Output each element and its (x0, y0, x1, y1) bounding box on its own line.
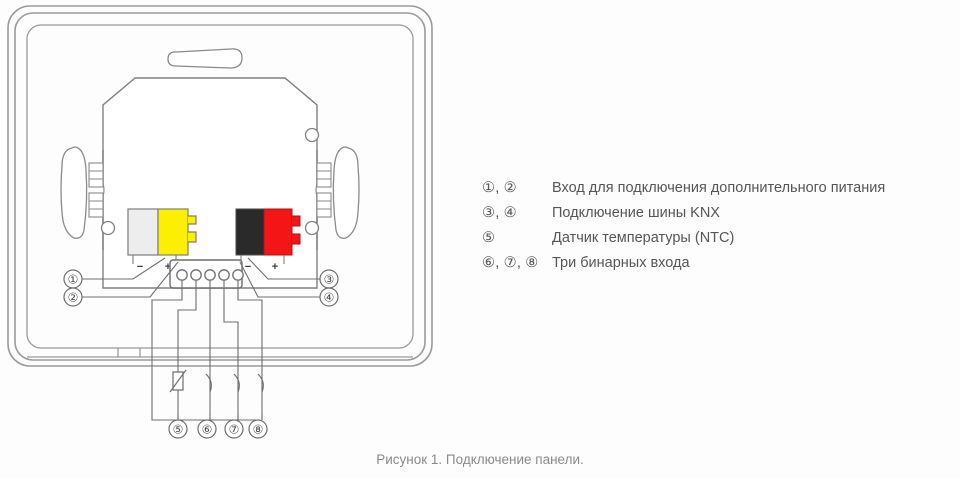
callout-6-label: ⑥ (202, 423, 213, 437)
legend-row-binary: ⑥, ⑦, ⑧ Три бинарных входа (482, 255, 952, 280)
knx-plus-mark: + (272, 261, 278, 273)
panel-bottom-notch (117, 348, 141, 358)
callout-3-label: ③ (324, 273, 335, 287)
wire-to-binary-7 (223, 281, 239, 420)
binary-switch-8 (257, 373, 264, 393)
legend-desc-ntc: Датчик температуры (NTC) (552, 230, 735, 246)
terminal-block (169, 259, 244, 289)
top-cable-strap (167, 48, 243, 69)
power-minus-mark: − (137, 261, 143, 273)
callout-5: ⑤ (168, 419, 188, 439)
callout-leaders-left (82, 257, 179, 298)
legend-keys-binary: ⑥, ⑦, ⑧ (482, 255, 539, 271)
mounting-claw-left (60, 146, 105, 239)
terminal-pin-1 (176, 269, 188, 281)
bottom-callout-stubs (177, 414, 263, 420)
power-plus-mark: + (165, 261, 171, 273)
body-screw-boss-right (304, 220, 320, 236)
device-body (100, 77, 320, 289)
legend: ①, ② Вход для подключения дополнительног… (482, 180, 952, 280)
callout-1: ① (63, 269, 83, 289)
knx-bus-connector: − + (235, 208, 301, 273)
binary-switch-7 (233, 373, 240, 393)
callout-7-label: ⑦ (229, 423, 240, 437)
legend-keys-power: ①, ② (482, 180, 517, 196)
mounting-claw-right (315, 146, 360, 239)
terminal-pin-2 (190, 269, 202, 281)
legend-desc-power: Вход для подключения дополнительного пит… (552, 180, 886, 196)
callout-5-label: ⑤ (173, 423, 184, 437)
callout-4: ④ (319, 287, 339, 307)
callout-2: ② (63, 287, 83, 307)
auxiliary-power-connector: − + (127, 208, 197, 273)
ntc-thermistor-symbol (169, 369, 187, 393)
binary-switch-6 (205, 373, 212, 393)
wire-common-rail (151, 281, 256, 421)
legend-row-knx: ③, ④ Подключение шины KNX (482, 205, 952, 230)
terminal-pin-5 (232, 269, 244, 281)
legend-row-power: ①, ② Вход для подключения дополнительног… (482, 180, 952, 205)
panel-frame (7, 5, 433, 367)
callout-4-label: ④ (324, 291, 335, 305)
legend-desc-knx: Подключение шины KNX (552, 205, 720, 221)
legend-keys-ntc: ⑤ (482, 230, 496, 246)
callout-8: ⑧ (248, 419, 268, 439)
body-screw-boss-top (304, 127, 320, 143)
knx-minus-mark: − (245, 261, 251, 273)
callout-1-label: ① (68, 273, 79, 287)
callout-leaders-right (239, 257, 320, 298)
input-wiring (151, 281, 263, 421)
callout-3: ③ (319, 269, 339, 289)
body-screw-boss-left (100, 220, 116, 236)
terminal-pin-4 (218, 269, 230, 281)
wire-to-binary-8 (237, 281, 263, 420)
legend-desc-binary: Три бинарных входа (552, 255, 690, 271)
binary-switch-symbols (205, 373, 264, 393)
legend-keys-knx: ③, ④ (482, 205, 517, 221)
callout-6: ⑥ (197, 419, 217, 439)
callout-7: ⑦ (224, 419, 244, 439)
callout-8-label: ⑧ (253, 423, 264, 437)
terminal-pin-3 (204, 269, 216, 281)
legend-row-ntc: ⑤ Датчик температуры (NTC) (482, 230, 952, 255)
callout-2-label: ② (68, 291, 79, 305)
figure-caption: Рисунок 1. Подключение панели. (376, 452, 584, 467)
wire-to-ntc (177, 281, 197, 420)
